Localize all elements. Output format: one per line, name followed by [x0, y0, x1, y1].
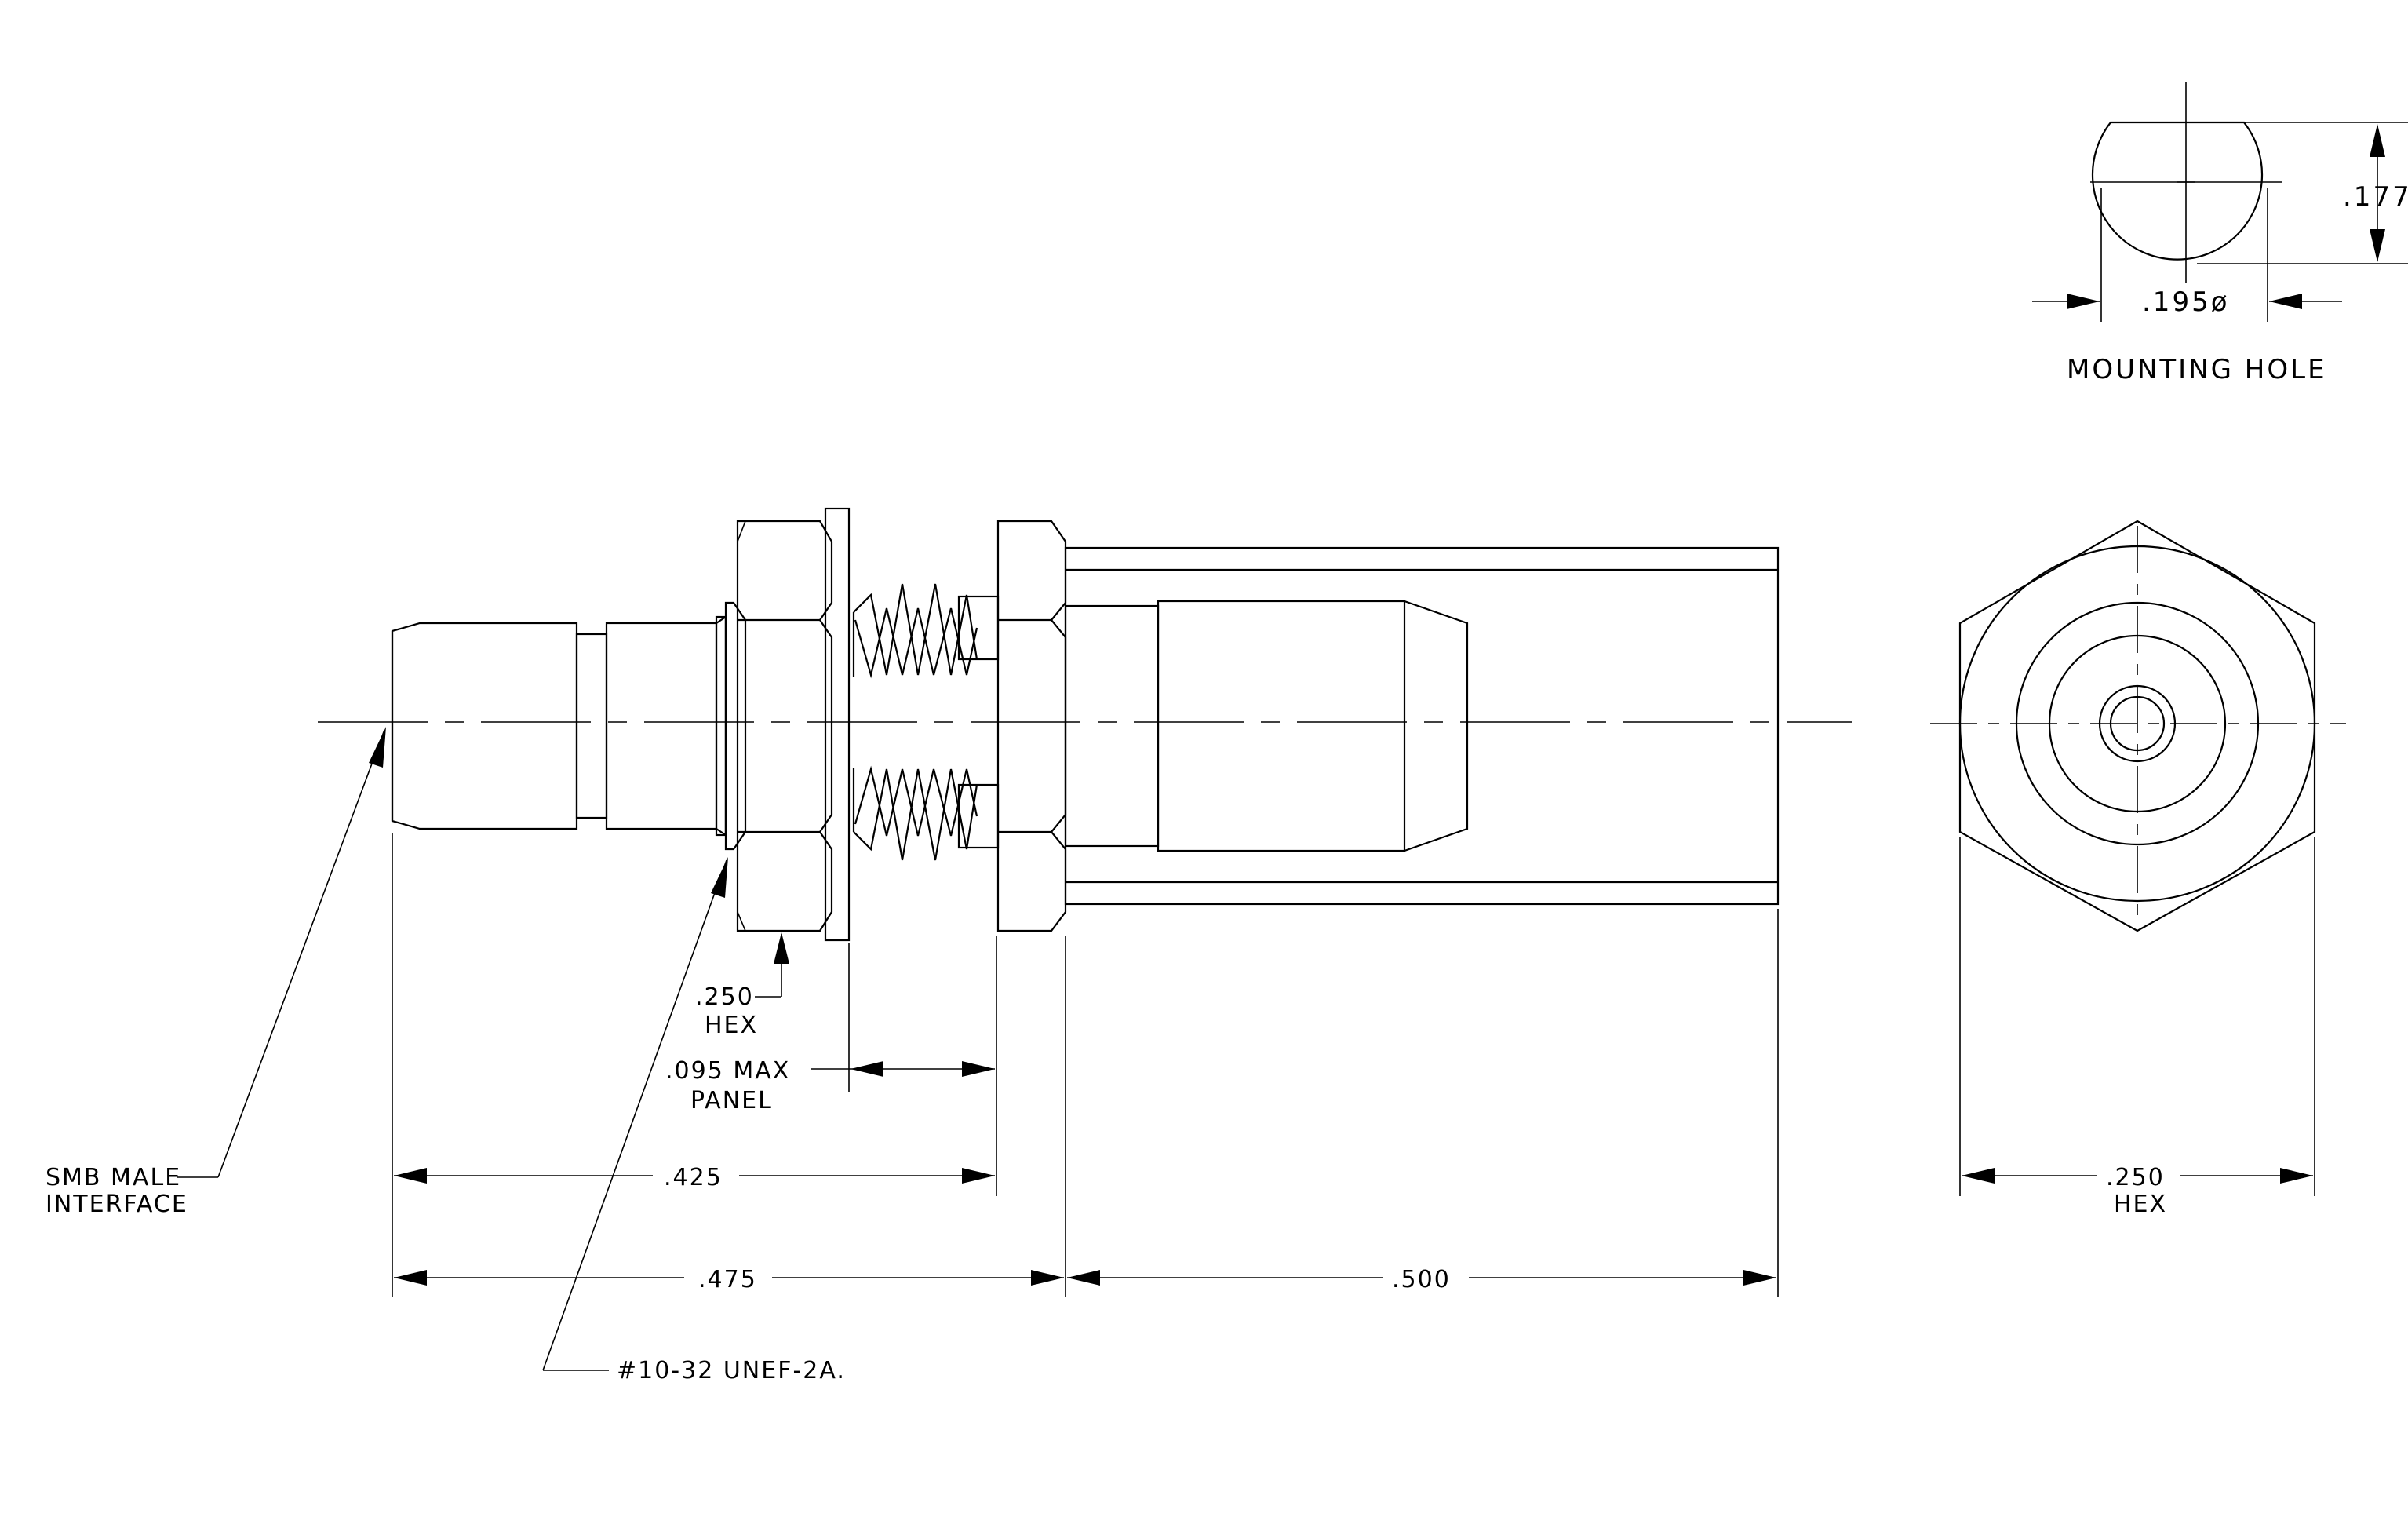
dimensions: .250 HEX .095 MAX PANEL .425 .475 .500 .… — [392, 833, 2315, 1297]
dim-177: .177 — [2343, 181, 2408, 213]
groove — [575, 633, 608, 819]
smb-callout-line1: SMB MALE — [46, 1164, 181, 1191]
end-circle-outer — [1958, 545, 2316, 903]
hex-nut-label: HEX — [705, 1012, 758, 1039]
mounting-hole-view: .177 .195ø MOUNTING HOLE — [2032, 82, 2408, 385]
side-view — [318, 507, 1852, 942]
dim-500: .500 — [1392, 1266, 1451, 1293]
body-hex — [996, 520, 1067, 932]
center-pin-inner — [2109, 695, 2166, 752]
thread-upper — [853, 583, 978, 676]
knurl-sleeve — [1157, 600, 1406, 852]
dim-425: .425 — [664, 1164, 723, 1191]
dim-475: .475 — [698, 1266, 757, 1293]
panel-washer — [824, 507, 851, 942]
thread-lower — [853, 768, 978, 861]
center-pin-outer — [2098, 684, 2177, 763]
ferrule — [1064, 604, 1160, 848]
ferrule-tip — [1404, 600, 1469, 852]
hex-nut-dim: .250 — [695, 983, 754, 1011]
body-section — [605, 622, 718, 830]
panel-dim: .095 MAX — [665, 1057, 790, 1085]
smb-callout-line2: INTERFACE — [46, 1191, 188, 1218]
panel-label: PANEL — [690, 1087, 773, 1114]
end-hex-label: HEX — [2114, 1191, 2167, 1218]
mounting-hole-outline — [2091, 121, 2264, 261]
end-hex-outline — [1958, 520, 2316, 932]
dim-195: .195ø — [2142, 286, 2230, 318]
callouts: SMB MALE INTERFACE #10-32 UNEF-2A. — [46, 727, 846, 1384]
hex-nut — [736, 520, 833, 932]
mounting-hole-title: MOUNTING HOLE — [2067, 354, 2327, 385]
smb-interface-body — [391, 622, 578, 830]
end-hex-dim: .250 — [2106, 1164, 2165, 1191]
thread-callout: #10-32 UNEF-2A. — [617, 1357, 846, 1384]
end-view — [1930, 520, 2346, 932]
